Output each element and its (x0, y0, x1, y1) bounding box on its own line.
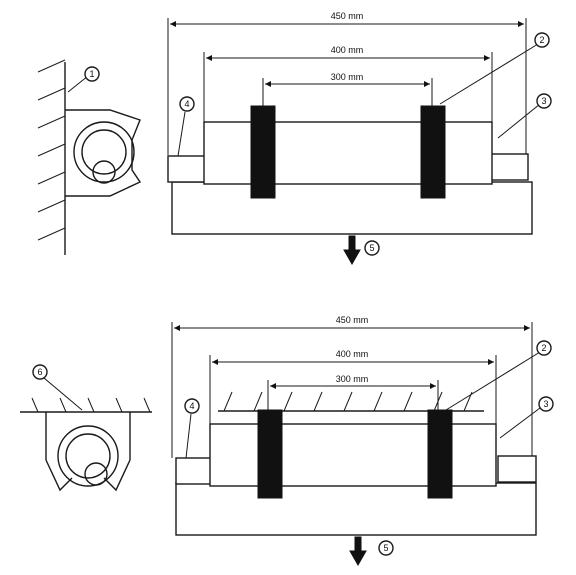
callout-3-b-label: 3 (543, 399, 548, 409)
pipe-inner-circle-2 (65, 433, 111, 479)
callout-4-b (184, 398, 200, 414)
ceiling-strip-hatching (223, 391, 473, 412)
pipe-small-circle-2 (84, 462, 108, 486)
dim-450-label: 450 mm (331, 11, 364, 21)
band-left (250, 105, 276, 199)
leader-2-b (445, 351, 541, 411)
dim-300-label-b: 300 mm (336, 374, 369, 384)
callout-4 (179, 96, 195, 112)
wall-hatching (37, 59, 66, 241)
callout-5 (364, 240, 380, 256)
pipe-outer-circle (73, 121, 135, 183)
leader-2 (439, 43, 539, 105)
leader-3 (497, 103, 541, 139)
clamp-bracket (65, 109, 142, 197)
callout-6-label: 6 (37, 367, 42, 377)
leader-4 (177, 111, 186, 157)
pipe-small-circle (92, 160, 116, 184)
ceiling-hatching (31, 397, 151, 413)
callout-2 (534, 32, 550, 48)
pipe-end-right (489, 153, 529, 181)
callout-1 (84, 66, 100, 82)
hanger-bracket (45, 412, 131, 492)
callout-2-b (536, 340, 552, 356)
leader-3-b (499, 407, 541, 439)
base-plate-b (175, 482, 537, 536)
pipe-outer-circle-2 (57, 425, 119, 487)
pipe-inner-circle (81, 129, 127, 175)
pipe-end-right-b (497, 455, 537, 483)
leader-6 (43, 377, 83, 411)
callout-4-b-label: 4 (189, 401, 194, 411)
callout-4-label: 4 (184, 99, 189, 109)
load-arrow (343, 235, 361, 266)
callout-5-label: 5 (369, 243, 374, 253)
bottom-side-view: 6 (20, 364, 152, 492)
callout-6 (32, 364, 48, 380)
base-plate (171, 181, 533, 235)
leader-1 (67, 75, 89, 93)
load-arrow-b (349, 536, 367, 567)
dim-450-label-b: 450 mm (336, 315, 369, 325)
band-right (420, 105, 446, 199)
callout-2-label: 2 (539, 35, 544, 45)
callout-3-label: 3 (541, 96, 546, 106)
cylinder-body (203, 121, 493, 185)
callout-3-b (538, 396, 554, 412)
dim-400-label: 400 mm (331, 45, 364, 55)
band-right-b (427, 409, 453, 499)
leader-4-b (185, 413, 192, 459)
top-front-view: 450 mm 400 mm 300 mm 2 3 4 (167, 11, 552, 266)
callout-5-b (378, 540, 394, 556)
callout-1-label: 1 (89, 69, 94, 79)
callout-3 (536, 93, 552, 109)
band-left-b (257, 409, 283, 499)
callout-5-b-label: 5 (383, 543, 388, 553)
bottom-front-view: 450 mm 400 mm 300 mm (171, 315, 554, 567)
top-side-view: 1 (37, 59, 142, 255)
pipe-end-left-b (175, 457, 213, 485)
cylinder-body-b (209, 423, 497, 487)
pipe-end-left (167, 155, 207, 183)
callout-2-b-label: 2 (541, 343, 546, 353)
dim-300-label: 300 mm (331, 72, 364, 82)
dim-400-label-b: 400 mm (336, 349, 369, 359)
